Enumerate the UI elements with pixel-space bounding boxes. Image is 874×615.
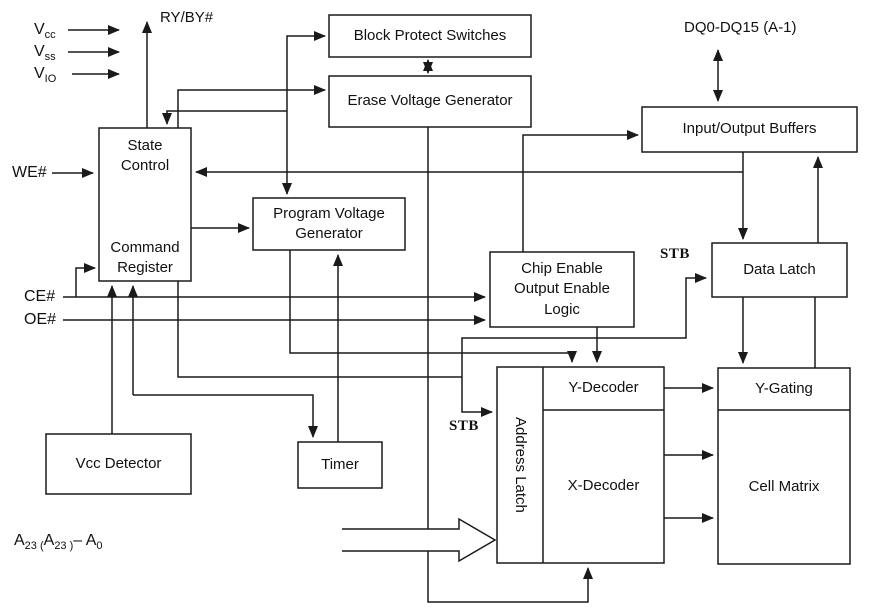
vss-pin-label: Vss	[34, 43, 56, 64]
io-buffers-box	[641, 106, 858, 153]
stb-to-datalatch-line	[461, 273, 707, 377]
data-latch-box	[711, 242, 848, 298]
program-voltage-generator-label: Program Voltage Generator	[273, 204, 385, 242]
timer-label: Timer	[321, 455, 359, 473]
pvg-to-ydecoder-line	[289, 250, 577, 363]
ryby-pin-label: RY/BY#	[160, 9, 214, 26]
state-control-top-in-line	[162, 110, 287, 125]
stb-datalatch-label: STB	[660, 246, 690, 262]
address-latch-label: Address Latch	[512, 417, 530, 513]
stb-addresslatch-label: STB	[449, 418, 479, 434]
data-latch-label: Data Latch	[743, 260, 816, 278]
block-protect-switches-label: Block Protect Switches	[353, 26, 507, 44]
vio-pin-label: VIO	[34, 65, 57, 86]
state-control-box	[98, 127, 192, 282]
command-register-to-timer-line	[133, 394, 318, 438]
decoder-box	[496, 366, 665, 564]
state-control-to-evg-line	[177, 85, 326, 128]
address-bus-arrow	[342, 517, 497, 563]
y-gating-label: Y-Gating	[755, 379, 813, 397]
y-decoder-label: Y-Decoder	[568, 379, 639, 397]
vcc-detector-box	[45, 433, 192, 495]
chip-enable-logic-box	[489, 251, 635, 328]
dq-pin-label: DQ0-DQ15 (A-1)	[684, 19, 797, 36]
state-control-label: State Control	[120, 136, 170, 174]
ce-pin-label: CE#	[24, 288, 56, 305]
erase-voltage-generator-label: Erase Voltage Generator	[347, 92, 513, 110]
cell-matrix-label: Cell Matrix	[748, 477, 820, 495]
we-pin-label: WE#	[12, 164, 47, 181]
chip-enable-logic-label: Chip Enable Output Enable Logic	[514, 260, 610, 318]
branch-to-block-protect-line	[286, 31, 326, 90]
command-register-label: Command Register	[110, 238, 180, 276]
evg-to-xdecoder-line	[427, 127, 593, 603]
timer-box	[297, 441, 383, 489]
io-buffers-label: Input/Output Buffers	[682, 120, 817, 138]
vcc-pin-label: Vcc	[34, 21, 56, 42]
program-voltage-generator-box	[252, 197, 406, 251]
vcc-detector-label: Vcc Detector	[75, 454, 162, 472]
oe-pin-label: OE#	[24, 311, 57, 328]
block-protect-switches-box	[328, 14, 532, 58]
stb-stem-line	[177, 281, 462, 378]
erase-voltage-generator-box	[328, 75, 532, 128]
ce-branch-to-register-line	[75, 263, 96, 297]
x-decoder-label: X-Decoder	[567, 477, 640, 495]
ceoe-to-iobuffers-line	[522, 130, 639, 252]
address-pin-label: A23 (A23 )– A0	[14, 532, 103, 553]
ygating-cellmatrix-box	[717, 367, 851, 565]
stb-to-addresslatch-line	[461, 377, 493, 417]
